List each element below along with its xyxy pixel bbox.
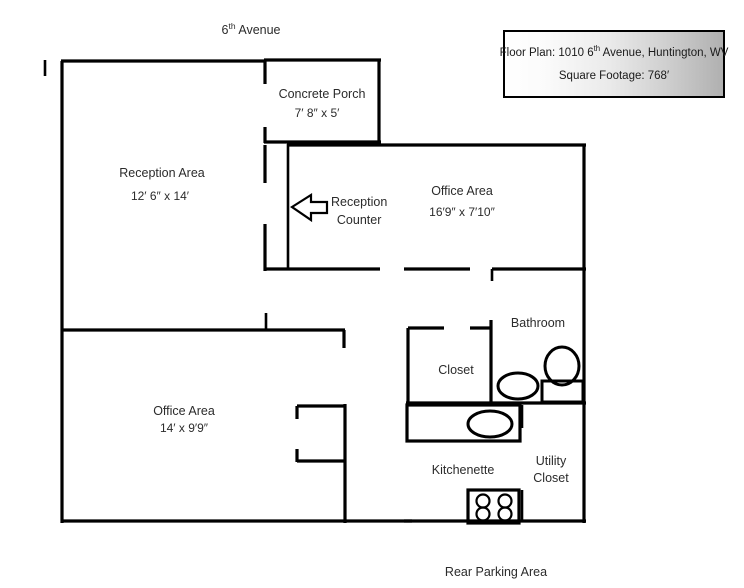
annotation-line1: Reception <box>331 195 388 209</box>
utility-closet-line2: Closet <box>533 470 569 485</box>
bathroom-sink-icon <box>496 371 540 401</box>
room-dim-office-area-lower: 14′ x 9′9″ <box>159 421 209 435</box>
room-label-office-area-lower: Office Area <box>153 404 215 418</box>
title-block: Floor Plan: 1010 6th Avenue, Huntington,… <box>500 30 729 98</box>
stove-burner-icon <box>497 493 513 509</box>
title-square-footage-line: Square Footage: 768′ <box>558 69 670 82</box>
wall-group <box>43 58 586 525</box>
title-block-inner: Floor Plan: 1010 6th Avenue, Huntington,… <box>500 32 729 96</box>
room-label-reception-area: Reception Area <box>119 166 205 180</box>
stove-burner-icon <box>497 506 513 522</box>
room-label-closet: Closet <box>438 363 474 377</box>
ordinal-suffix: th <box>593 43 601 53</box>
toilet-tank-icon <box>540 379 585 404</box>
kitchen-counter <box>405 403 522 443</box>
annotation-reception-counter: Reception Counter <box>331 193 387 229</box>
room-dim-office-area-upper: 16′9″ x 7′10″ <box>429 205 495 219</box>
ordinal-suffix: th <box>228 20 236 31</box>
stove-burner-icon <box>475 493 491 509</box>
room-label-kitchenette: Kitchenette <box>431 463 495 477</box>
room-label-concrete-porch: Concrete Porch <box>278 87 366 101</box>
toilet-bowl-icon <box>543 345 581 387</box>
room-label-utility-closet: Utility Closet <box>533 453 568 487</box>
stove-burner-icon <box>475 506 491 522</box>
title-address-line: Floor Plan: 1010 6th Avenue, Huntington,… <box>499 43 729 59</box>
room-label-office-area-upper: Office Area <box>431 184 493 198</box>
reception-counter-arrow-icon <box>289 193 329 223</box>
room-dim-concrete-porch: 7′ 8″ x 5′ <box>294 106 340 120</box>
room-label-bathroom: Bathroom <box>510 316 566 330</box>
stove-body <box>466 488 521 525</box>
room-dim-reception-area: 12′ 6″ x 14′ <box>130 189 190 203</box>
annotation-line2: Counter <box>336 213 382 228</box>
street-label-top: 6th Avenue <box>221 20 281 37</box>
utility-closet-line1: Utility <box>535 454 567 468</box>
street-label-bottom: Rear Parking Area <box>444 565 548 579</box>
kitchen-sink-icon <box>466 409 514 439</box>
